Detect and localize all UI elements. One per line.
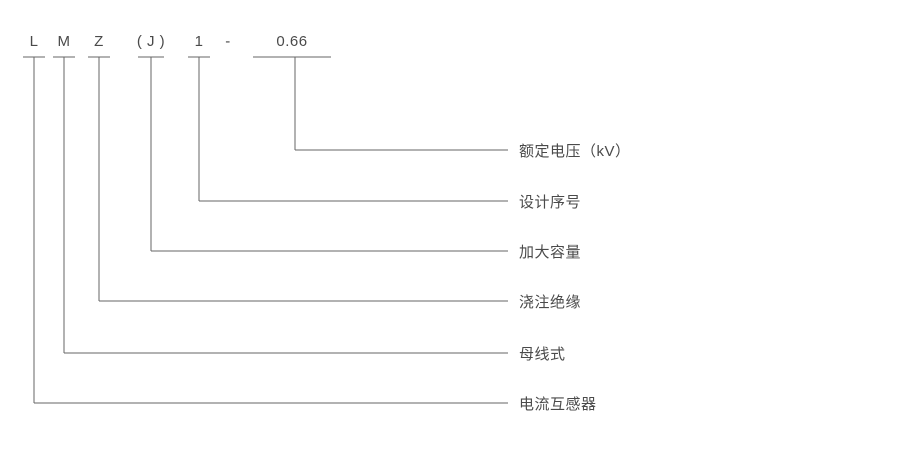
code-token: Z [94,33,104,50]
callout-label: 电流互感器 [519,396,597,413]
code-token: 1 [194,33,204,50]
code-token: - [225,33,231,50]
callout-label: 加大容量 [519,244,582,261]
callout-leader-line-group [33,57,508,404]
code-token: ( J ) [136,33,166,50]
code-token: M [57,33,71,50]
callout-label: 浇注绝缘 [519,294,582,311]
callout-label: 额定电压（kV） [519,143,631,160]
code-token: L [29,33,39,50]
callout-label: 母线式 [519,346,566,363]
code-token: 0.66 [276,33,308,50]
callout-label: 设计序号 [519,194,582,211]
